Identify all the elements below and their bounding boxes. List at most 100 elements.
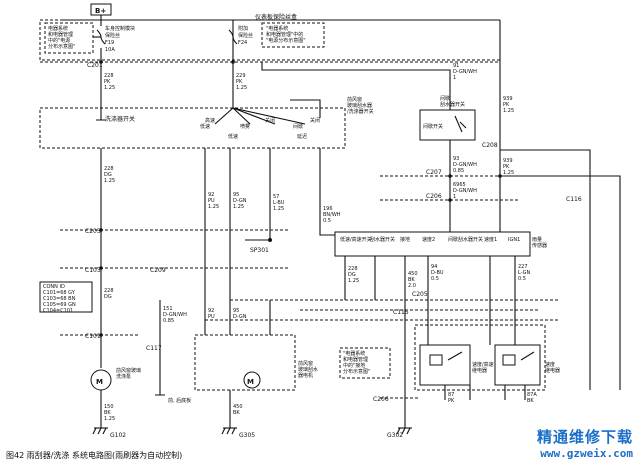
svg-text:M: M (96, 378, 103, 386)
wire-1195-alt: 151 (163, 306, 173, 312)
battery-label: B+ (95, 7, 106, 15)
ground-g102-label: G102 (110, 432, 126, 439)
svg-text:/洗涤器开关: /洗涤器开关 (347, 108, 374, 115)
svg-text:1.25: 1.25 (104, 85, 115, 91)
ground-g102-symbol (92, 427, 108, 435)
svg-text:D-GN/WH: D-GN/WH (163, 312, 187, 318)
watermark-logo: 精通维修下载 (536, 428, 633, 446)
svg-text:D-GN: D-GN (233, 314, 247, 320)
svg-text:1.25: 1.25 (348, 278, 359, 284)
svg-text:"电源分布示意图": "电源分布示意图" (266, 37, 306, 44)
position-low: 低速 (200, 123, 210, 130)
fuse-f24-symbol (228, 29, 238, 45)
connector-c207: C207 (426, 169, 442, 176)
svg-text:228: 228 (104, 288, 114, 294)
svg-text:分布示意图": 分布示意图" (48, 43, 75, 50)
svg-text:F24: F24 (238, 40, 247, 46)
svg-text:C105=69 GN: C105=69 GN (43, 302, 76, 308)
svg-text:1.25: 1.25 (503, 108, 514, 114)
svg-text:DG: DG (104, 294, 112, 300)
wire-94-id: 94 (431, 264, 437, 270)
relay-block-outline (414, 324, 546, 391)
wiper-washer-switch-box (39, 107, 346, 149)
position-off: 关闭 (265, 117, 275, 124)
wiper-motor-box (194, 334, 296, 391)
svg-text:C101=68 GY: C101=68 GY (43, 290, 76, 296)
ground-g305-symbol (221, 427, 237, 435)
svg-text:玻璃刮水: 玻璃刮水 (298, 366, 318, 373)
relay-high-label: 速度/高速 (472, 361, 494, 368)
wire-95-id: 95 (233, 192, 239, 198)
wiper-motor-label: 前风窗 (298, 360, 313, 367)
svg-text:0.5: 0.5 (518, 276, 526, 282)
svg-text:0.85: 0.85 (163, 318, 174, 324)
connector-c115: C115 (393, 309, 409, 316)
svg-text:PK: PK (104, 79, 111, 85)
position-high: 高速 (205, 117, 215, 124)
svg-text:D-BU: D-BU (431, 270, 444, 276)
svg-text:BK: BK (104, 410, 111, 416)
washer-switch-label: 洗涤器开关 (105, 115, 135, 123)
svg-text:D-GN/WH: D-GN/WH (453, 188, 477, 194)
svg-text:939: 939 (503, 158, 513, 164)
wire-196-id: 196 (323, 206, 333, 212)
svg-text:PK: PK (503, 102, 510, 108)
watermark: 精通维修下载 www.gzweix.com (537, 426, 633, 460)
svg-text:和电器管理: 和电器管理 (343, 356, 368, 363)
rain-sensor-module (334, 231, 531, 257)
svg-text:BK: BK (233, 410, 240, 416)
svg-text:和电器管理: 和电器管理 (48, 31, 73, 38)
svg-text:保险丝: 保险丝 (105, 32, 120, 39)
connector-c208-top: C208 (482, 142, 498, 149)
fuse-box-title: 仪表板保险丝盒 (255, 13, 297, 21)
svg-text:BK: BK (527, 398, 534, 404)
intermittent-switch-title: 刮水器开关 (440, 101, 465, 108)
connector-c203: C203 (85, 228, 101, 235)
connector-c206-lower: C206 (373, 396, 389, 403)
ground-g302-symbol (396, 427, 412, 435)
position-delay: 延迟 (297, 133, 307, 140)
svg-text:和电器管理"中的: 和电器管理"中的 (266, 31, 303, 38)
svg-text:1.25: 1.25 (503, 170, 514, 176)
svg-text:玻璃刮水器: 玻璃刮水器 (347, 102, 372, 109)
relay-run (494, 344, 541, 386)
figure-caption: 图42 雨刮器/洗涤 系统电路图(雨刷器为自动控制) (6, 450, 182, 460)
wiper-switch-label: 前风窗 (347, 96, 362, 103)
module-col-intermittent: 间歇刮水器开关 (448, 236, 483, 243)
svg-text:1.25: 1.25 (208, 204, 219, 210)
svg-text:1: 1 (453, 194, 456, 200)
svg-text:1: 1 (453, 75, 456, 81)
wire-229-id: 229 (236, 73, 246, 79)
svg-text:2.0: 2.0 (408, 283, 416, 289)
svg-text:"电器系统: "电器系统 (266, 25, 288, 32)
wire-450-id: 450 (408, 271, 418, 277)
svg-text:1.25: 1.25 (273, 206, 284, 212)
relay-run-coil (502, 354, 516, 366)
module-col-speed2: 速度2 (422, 236, 435, 243)
connector-c209: C209 (150, 267, 166, 274)
fuse-f19-symbol (96, 29, 106, 45)
svg-text:M: M (247, 378, 254, 386)
connector-c101: C101 (85, 333, 101, 340)
wire-228-id: 228 (104, 73, 114, 79)
svg-text:"电器系统: "电器系统 (343, 350, 365, 357)
ground-note-box (339, 347, 391, 379)
module-col-wiper-switch: 刮水器开关 (370, 236, 395, 243)
rain-sensor-label: 雨量 (532, 236, 542, 243)
wire-57-id: 57 (273, 194, 279, 200)
wire-87a-id: 87A (527, 392, 537, 398)
ground-g302-label: G302 (387, 432, 403, 439)
svg-text:间歇: 间歇 (440, 95, 450, 102)
svg-text:传感器: 传感器 (532, 242, 547, 249)
svg-text:中的"电源: 中的"电源 (48, 37, 70, 44)
power-note-left (44, 22, 94, 54)
svg-text:1.25: 1.25 (104, 178, 115, 184)
svg-text:L-BU: L-BU (273, 200, 285, 206)
svg-text:分布示意图": 分布示意图" (343, 368, 370, 375)
svg-text:洗涤泵: 洗涤泵 (116, 373, 131, 380)
ground-g305-label: G305 (239, 432, 255, 439)
wire-228-dg-id: 228 (104, 166, 114, 172)
intermittent-switch-box (419, 109, 476, 141)
svg-text:1.25: 1.25 (236, 85, 247, 91)
svg-text:PU: PU (208, 198, 215, 204)
